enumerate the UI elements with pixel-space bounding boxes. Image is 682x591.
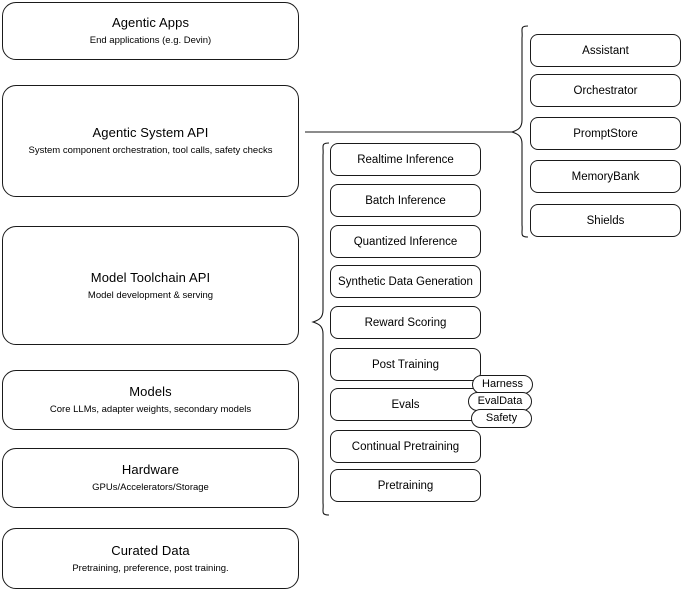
system-item-label: Orchestrator xyxy=(573,84,638,97)
system-item-assistant[interactable]: Assistant xyxy=(530,34,681,67)
toolchain-item-evals[interactable]: Evals xyxy=(330,388,481,421)
toolchain-item-label: Reward Scoring xyxy=(364,316,447,329)
layer-subtitle: Core LLMs, adapter weights, secondary mo… xyxy=(49,404,252,415)
system-item-shields[interactable]: Shields xyxy=(530,204,681,237)
layer-title: Agentic System API xyxy=(92,125,209,140)
system-item-label: Shields xyxy=(586,214,625,227)
toolchain-item-label: Quantized Inference xyxy=(353,235,458,248)
toolchain-item-quantized-inference[interactable]: Quantized Inference xyxy=(330,225,481,258)
toolchain-item-post-training[interactable]: Post Training xyxy=(330,348,481,381)
toolchain-item-label: Evals xyxy=(391,398,420,411)
layer-model-toolchain-api[interactable]: Model Toolchain API Model development & … xyxy=(2,226,299,345)
toolchain-item-label: Pretraining xyxy=(377,479,434,492)
toolchain-item-pretraining[interactable]: Pretraining xyxy=(330,469,481,502)
layer-subtitle: End applications (e.g. Devin) xyxy=(89,35,212,46)
layer-title: Agentic Apps xyxy=(111,15,190,30)
toolchain-item-batch-inference[interactable]: Batch Inference xyxy=(330,184,481,217)
evals-tag-safety[interactable]: Safety xyxy=(471,409,532,428)
brace-toolchain-components xyxy=(311,142,330,516)
layer-models[interactable]: Models Core LLMs, adapter weights, secon… xyxy=(2,370,299,430)
layer-hardware[interactable]: Hardware GPUs/Accelerators/Storage xyxy=(2,448,299,508)
layer-title: Curated Data xyxy=(111,542,190,558)
layer-agentic-system-api[interactable]: Agentic System API System component orch… xyxy=(2,85,299,197)
evals-tag-label: EvalData xyxy=(477,395,523,407)
layer-subtitle: Model development & serving xyxy=(87,289,214,301)
layer-subtitle: Pretraining, preference, post training. xyxy=(72,562,229,574)
evals-tag-label: Harness xyxy=(482,378,523,390)
toolchain-item-label: Continual Pretraining xyxy=(351,440,460,453)
layer-title: Hardware xyxy=(121,462,180,477)
system-item-orchestrator[interactable]: Orchestrator xyxy=(530,74,681,107)
toolchain-item-label: Realtime Inference xyxy=(357,153,454,166)
toolchain-item-label: Post Training xyxy=(371,358,440,371)
toolchain-item-reward-scoring[interactable]: Reward Scoring xyxy=(330,306,481,339)
layer-subtitle: GPUs/Accelerators/Storage xyxy=(92,482,209,493)
toolchain-item-continual-pretraining[interactable]: Continual Pretraining xyxy=(330,430,481,463)
toolchain-item-label: Synthetic Data Generation xyxy=(338,275,473,288)
layer-title: Models xyxy=(129,384,172,399)
layer-subtitle: System component orchestration, tool cal… xyxy=(28,145,273,156)
brace-system-components xyxy=(510,25,529,238)
layer-agentic-apps[interactable]: Agentic Apps End applications (e.g. Devi… xyxy=(2,2,299,60)
layer-curated-data[interactable]: Curated Data Pretraining, preference, po… xyxy=(2,528,299,589)
layer-title: Model Toolchain API xyxy=(90,269,211,285)
system-item-label: PromptStore xyxy=(573,127,638,140)
toolchain-item-realtime-inference[interactable]: Realtime Inference xyxy=(330,143,481,176)
evals-tag-label: Safety xyxy=(485,412,518,424)
system-item-memorybank[interactable]: MemoryBank xyxy=(530,160,681,193)
system-item-label: Assistant xyxy=(582,44,629,57)
toolchain-item-label: Batch Inference xyxy=(365,194,446,207)
system-item-label: MemoryBank xyxy=(571,170,640,183)
system-item-promptstore[interactable]: PromptStore xyxy=(530,117,681,150)
toolchain-item-synthetic-data-generation[interactable]: Synthetic Data Generation xyxy=(330,265,481,298)
